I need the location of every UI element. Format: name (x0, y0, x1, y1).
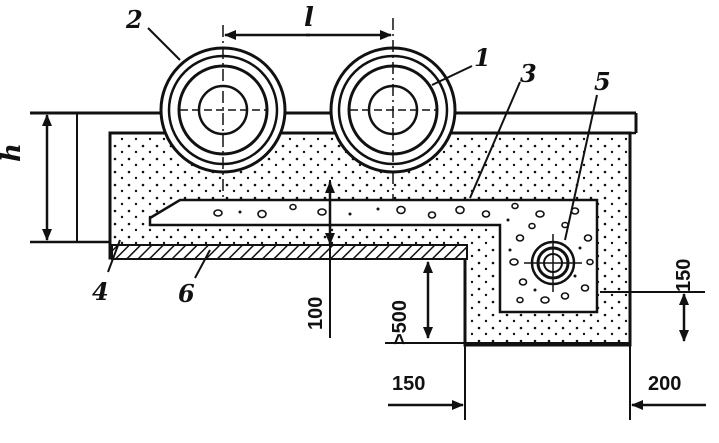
gravel-dots (238, 207, 582, 292)
label-pipe-2: 2 (125, 5, 143, 34)
label-height-h: h (0, 143, 27, 162)
dim-text-200: 200 (648, 373, 681, 395)
leader-5 (564, 94, 598, 241)
heat-pipe-right (329, 18, 457, 200)
gravel-drain-layer (148, 198, 599, 314)
dim-text-500: >500 (389, 300, 411, 345)
dim-text-150-vertical: 150 (673, 259, 695, 292)
leader-3 (469, 81, 521, 199)
leader-1 (431, 65, 473, 86)
label-layer-6: 6 (178, 279, 195, 308)
label-drain-3: 3 (520, 59, 537, 88)
label-fill-4: 4 (92, 277, 109, 306)
leader-6 (194, 249, 211, 279)
dim-text-100: 100 (305, 297, 327, 330)
gravel-stones (213, 202, 594, 304)
leader-2 (147, 27, 181, 61)
label-pipe-1: 1 (474, 43, 491, 72)
label-collector-5: 5 (594, 67, 611, 96)
collector-pipe (524, 234, 582, 292)
leader-4 (107, 239, 121, 273)
label-spacing-l: l (304, 3, 314, 33)
hatched-layer (111, 244, 468, 260)
heat-pipe-left (159, 25, 287, 200)
dim-text-150-horizontal: 150 (392, 373, 425, 395)
